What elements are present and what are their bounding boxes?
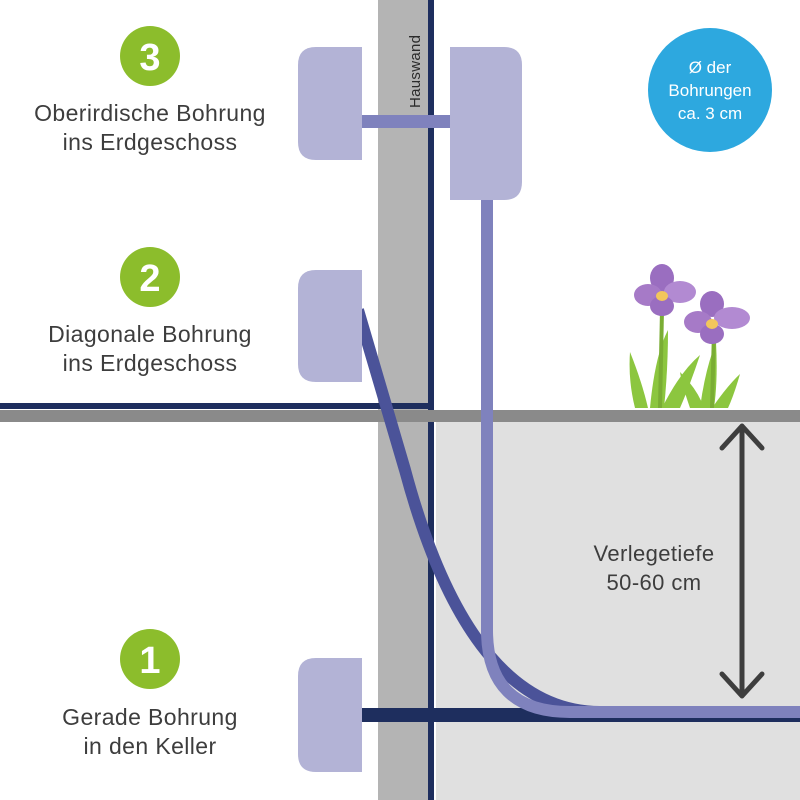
step-3-badge xyxy=(120,26,180,86)
step-1-badge xyxy=(120,629,180,689)
flowers-illustration xyxy=(629,264,750,409)
diameter-info-line3: ca. 3 cm xyxy=(678,104,742,123)
step-1-label-line1: Gerade Bohrung xyxy=(62,704,238,730)
step-2-number: 2 xyxy=(139,258,160,300)
diameter-info-line2: Bohrungen xyxy=(668,81,751,100)
floor-line xyxy=(0,403,432,409)
outlet-box-3-outside xyxy=(450,47,522,200)
step-2-label-line1: Diagonale Bohrung xyxy=(48,321,252,347)
step-3-label-line2: ins Erdgeschoss xyxy=(63,129,238,155)
bore-3-through-wall xyxy=(360,115,455,128)
step-1-number: 1 xyxy=(139,640,160,682)
soil-area xyxy=(436,422,800,800)
diameter-info-badge xyxy=(648,28,772,152)
wall-inner-line xyxy=(428,0,434,800)
step-3-number: 3 xyxy=(139,37,160,79)
ground-line xyxy=(0,410,800,422)
depth-arrow xyxy=(719,423,765,699)
step-1-label-line2: in den Keller xyxy=(83,733,216,759)
step-2-badge xyxy=(120,247,180,307)
step-3-label-line1: Oberirdische Bohrung xyxy=(34,100,266,126)
outlet-box-1 xyxy=(298,658,362,772)
outlet-box-3-inside xyxy=(298,47,362,160)
depth-label-line1: Verlegetiefe xyxy=(594,541,715,566)
wall-label: Hauswand xyxy=(407,35,424,108)
diameter-info-line1: Ø der xyxy=(689,58,732,77)
outlet-box-2 xyxy=(298,270,362,382)
pipe-above-ground-bore xyxy=(481,198,800,718)
depth-label-line2: 50-60 cm xyxy=(607,570,702,595)
step-2-label-line2: ins Erdgeschoss xyxy=(63,350,238,376)
